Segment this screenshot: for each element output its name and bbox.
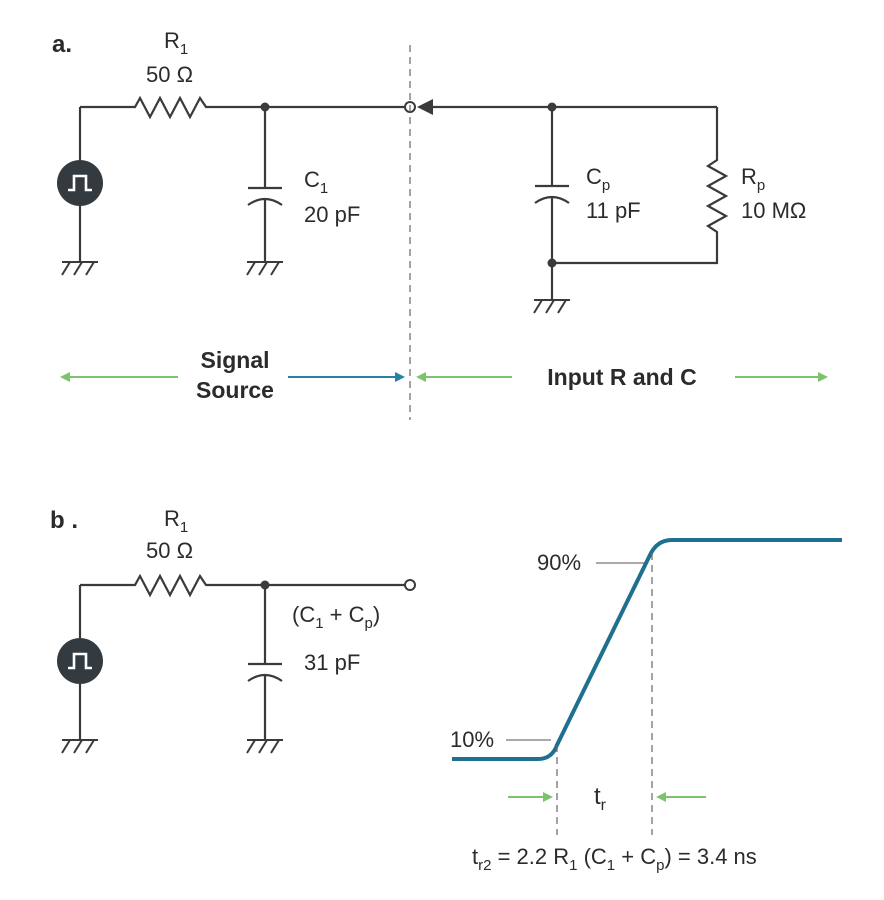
input-rc-arrow (416, 372, 828, 382)
c-sum-label: (C1 + Cp) (292, 602, 380, 632)
rp-value: 10 MΩ (741, 198, 806, 223)
r1-name-a: R1 (164, 28, 188, 58)
r1-value-b: 50 Ω (146, 538, 193, 563)
panel-a: a. R1 50 Ω C1 20 pF (52, 28, 828, 420)
cp-value: 11 pF (586, 198, 641, 223)
panel-a-label: a. (52, 31, 72, 58)
signal-source-icon-b (55, 585, 105, 754)
signal-source-label-line1: Signal (200, 347, 269, 373)
c-total-capacitor-icon (246, 585, 284, 754)
output-terminal-icon (404, 579, 416, 591)
signal-source-arrow (60, 372, 405, 382)
tr-arrows (508, 792, 706, 802)
signal-source-label-line2: Source (196, 377, 274, 403)
level-10-label: 10% (450, 727, 494, 752)
panel-b-label: b . (50, 507, 78, 534)
cp-capacitor-icon (533, 107, 571, 314)
c-total-value: 31 pF (304, 650, 360, 675)
c1-name: C1 (304, 167, 328, 197)
tr-label: tr (594, 783, 607, 814)
r1-resistor-icon-a (80, 95, 408, 120)
rp-resistor-icon (552, 107, 729, 265)
r1-name-b: R1 (164, 506, 188, 536)
input-rc-label: Input R and C (547, 364, 696, 390)
c1-value: 20 pF (304, 202, 360, 227)
panel-b: b . R1 50 Ω (C1 + Cp) 31 pF 90% 10% (50, 506, 842, 874)
signal-source-icon (55, 107, 105, 276)
rp-name: Rp (741, 164, 765, 194)
c1-capacitor-icon (246, 107, 284, 276)
rise-waveform (452, 538, 842, 761)
level-90-label: 90% (537, 550, 581, 575)
rise-time-formula: tr2 = 2.2 R1 (C1 + Cp) = 3.4 ns (472, 844, 757, 874)
r1-resistor-icon-b (80, 573, 405, 598)
r1-value-a: 50 Ω (146, 62, 193, 87)
probe-arrow-icon (417, 99, 433, 115)
cp-name: Cp (586, 164, 610, 194)
